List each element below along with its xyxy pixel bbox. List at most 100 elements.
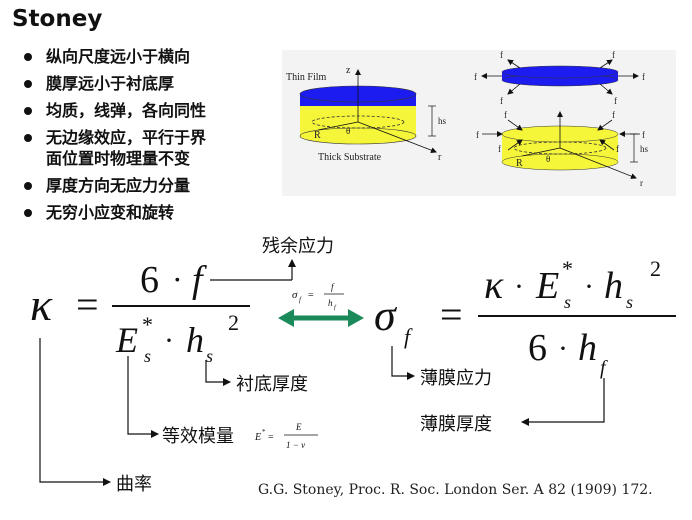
right-dot-2: · xyxy=(584,270,594,303)
free-thickness-label: hs xyxy=(640,144,649,154)
thin-film-label: Thin Film xyxy=(286,72,327,83)
film-substrate-diagram: Thin Film z r R θ hs Thick Substrate xyxy=(286,65,447,163)
bullet-text: 膜厚远小于衬底厚 xyxy=(46,74,175,93)
denominator-s-sub-h: s xyxy=(206,346,213,366)
numerator-dot: · xyxy=(172,261,183,297)
small-h-sub: f xyxy=(334,304,337,311)
slide-title: Stoney xyxy=(12,6,103,32)
right-hf: h xyxy=(578,327,597,369)
sub-force-ul xyxy=(507,119,523,131)
force-label: f xyxy=(500,50,503,60)
free-r-label: r xyxy=(640,178,643,188)
free-body-diagram: f f f f f f f f f f f f r xyxy=(474,50,649,188)
label-film-thickness: 薄膜厚度 xyxy=(420,414,492,435)
bullet-item: 厚度方向无应力分量 xyxy=(24,175,274,196)
z-axis-label: z xyxy=(346,65,351,76)
annotation-labels: 残余应力 衬底厚度 等效模量 曲率 薄膜应力 薄膜厚度 xyxy=(116,236,492,495)
connector-curvature xyxy=(39,338,111,486)
right-dot-1: · xyxy=(514,270,524,303)
force-label: f xyxy=(612,110,615,120)
bullet-dot-icon xyxy=(24,209,32,217)
film-force-ul xyxy=(507,59,521,69)
force-label: f xyxy=(616,144,619,154)
bullet-text: 无穷小应变和旋转 xyxy=(46,203,175,222)
right-h-sub: s xyxy=(626,292,633,312)
force-label: f xyxy=(614,96,617,106)
right-h: h xyxy=(604,265,623,307)
bullet-list: 纵向尺度远小于横向 膜厚远小于衬底厚 均质，线弹，各向同性 无边缘效应，平行于界… xyxy=(24,46,274,229)
film-stress-equation: σ f = κ · E * s · h s 2 6 · h f xyxy=(374,256,676,379)
force-label: f xyxy=(498,144,501,154)
force-label: f xyxy=(476,130,479,140)
modulus-numerator: E xyxy=(295,422,302,432)
sigma-sub: f xyxy=(404,324,413,349)
modulus-equals: = xyxy=(268,432,274,443)
numerator-six: 6 xyxy=(140,259,159,301)
connector-film-thickness xyxy=(521,378,605,426)
denominator-star: * xyxy=(142,312,153,337)
arrow-head-right xyxy=(348,309,364,327)
bullet-text-line: 面位置时物理量不变 xyxy=(46,149,191,168)
bullet-item: 膜厚远小于衬底厚 xyxy=(24,73,274,94)
bullet-dot-icon xyxy=(24,80,32,88)
sub-force-lr xyxy=(599,139,615,151)
film-force-lr xyxy=(599,83,613,95)
bullet-item: 无边缘效应，平行于界面位置时物理量不变 xyxy=(24,127,274,169)
free-film-top xyxy=(501,65,619,79)
connector-film-stress xyxy=(391,346,415,380)
right-dot-3: · xyxy=(558,332,568,365)
numerator-f: f xyxy=(192,259,207,301)
sub-force-ur xyxy=(597,119,613,131)
equals-sign: = xyxy=(76,282,99,327)
small-sigma-sub: f xyxy=(299,296,302,304)
bullet-text: 厚度方向无应力分量 xyxy=(46,176,191,195)
sigma-symbol: σ xyxy=(374,291,398,340)
denominator-h: h xyxy=(186,320,204,360)
denominator-exponent: 2 xyxy=(228,310,239,335)
right-kappa: κ xyxy=(484,262,504,307)
annotation-connectors xyxy=(39,259,605,486)
modulus-denominator: 1 − ν xyxy=(286,440,305,450)
curvature-equation: κ = 6 · f E * s · h s 2 xyxy=(30,259,250,366)
small-f: f xyxy=(331,282,335,292)
right-hf-sub: f xyxy=(600,357,608,379)
right-E: E xyxy=(535,265,559,307)
label-residual-stress: 残余应力 xyxy=(262,236,334,257)
bullet-text: 纵向尺度远小于横向 xyxy=(46,47,191,66)
reference-citation: G.G. Stoney, Proc. R. Soc. London Ser. A… xyxy=(258,482,653,498)
label-substrate-thickness: 衬底厚度 xyxy=(236,374,308,395)
force-label: f xyxy=(500,96,503,106)
theta-label: θ xyxy=(346,126,350,136)
free-radius-label: R xyxy=(516,158,523,169)
radius-line xyxy=(317,121,359,131)
denominator-dot: · xyxy=(164,324,174,357)
denominator-E: E xyxy=(115,320,138,360)
right-equals: = xyxy=(440,292,463,337)
bullet-dot-icon xyxy=(24,53,32,61)
radius-label: R xyxy=(314,130,321,141)
arrow-head-left xyxy=(278,309,294,327)
bullet-item: 无穷小应变和旋转 xyxy=(24,202,274,223)
right-exponent: 2 xyxy=(650,256,661,281)
label-curvature: 曲率 xyxy=(116,474,152,495)
bullet-text: 均质，线弹，各向同性 xyxy=(46,101,207,120)
free-radius-line xyxy=(521,147,561,157)
film-force-ll xyxy=(507,83,521,95)
equivalent-modulus-formula: E * = E 1 − ν xyxy=(254,422,318,450)
connector-substrate-thickness xyxy=(205,360,231,386)
force-label: f xyxy=(504,110,507,120)
r-axis-label: r xyxy=(438,152,442,163)
free-theta-label: θ xyxy=(546,154,550,164)
thickness-label: hs xyxy=(438,116,447,126)
kappa-symbol: κ xyxy=(30,279,53,330)
force-label: f xyxy=(612,50,615,60)
right-E-sub: s xyxy=(564,292,571,312)
label-equivalent-modulus: 等效模量 xyxy=(162,426,234,447)
bullet-text-line: 无边缘效应，平行于界 xyxy=(46,128,207,147)
bullet-dot-icon xyxy=(24,134,32,142)
stress-definition-small: σ f = f h f xyxy=(292,282,344,311)
right-star: * xyxy=(562,256,573,281)
denominator-s-sub: s xyxy=(144,346,151,366)
right-six: 6 xyxy=(528,327,547,369)
